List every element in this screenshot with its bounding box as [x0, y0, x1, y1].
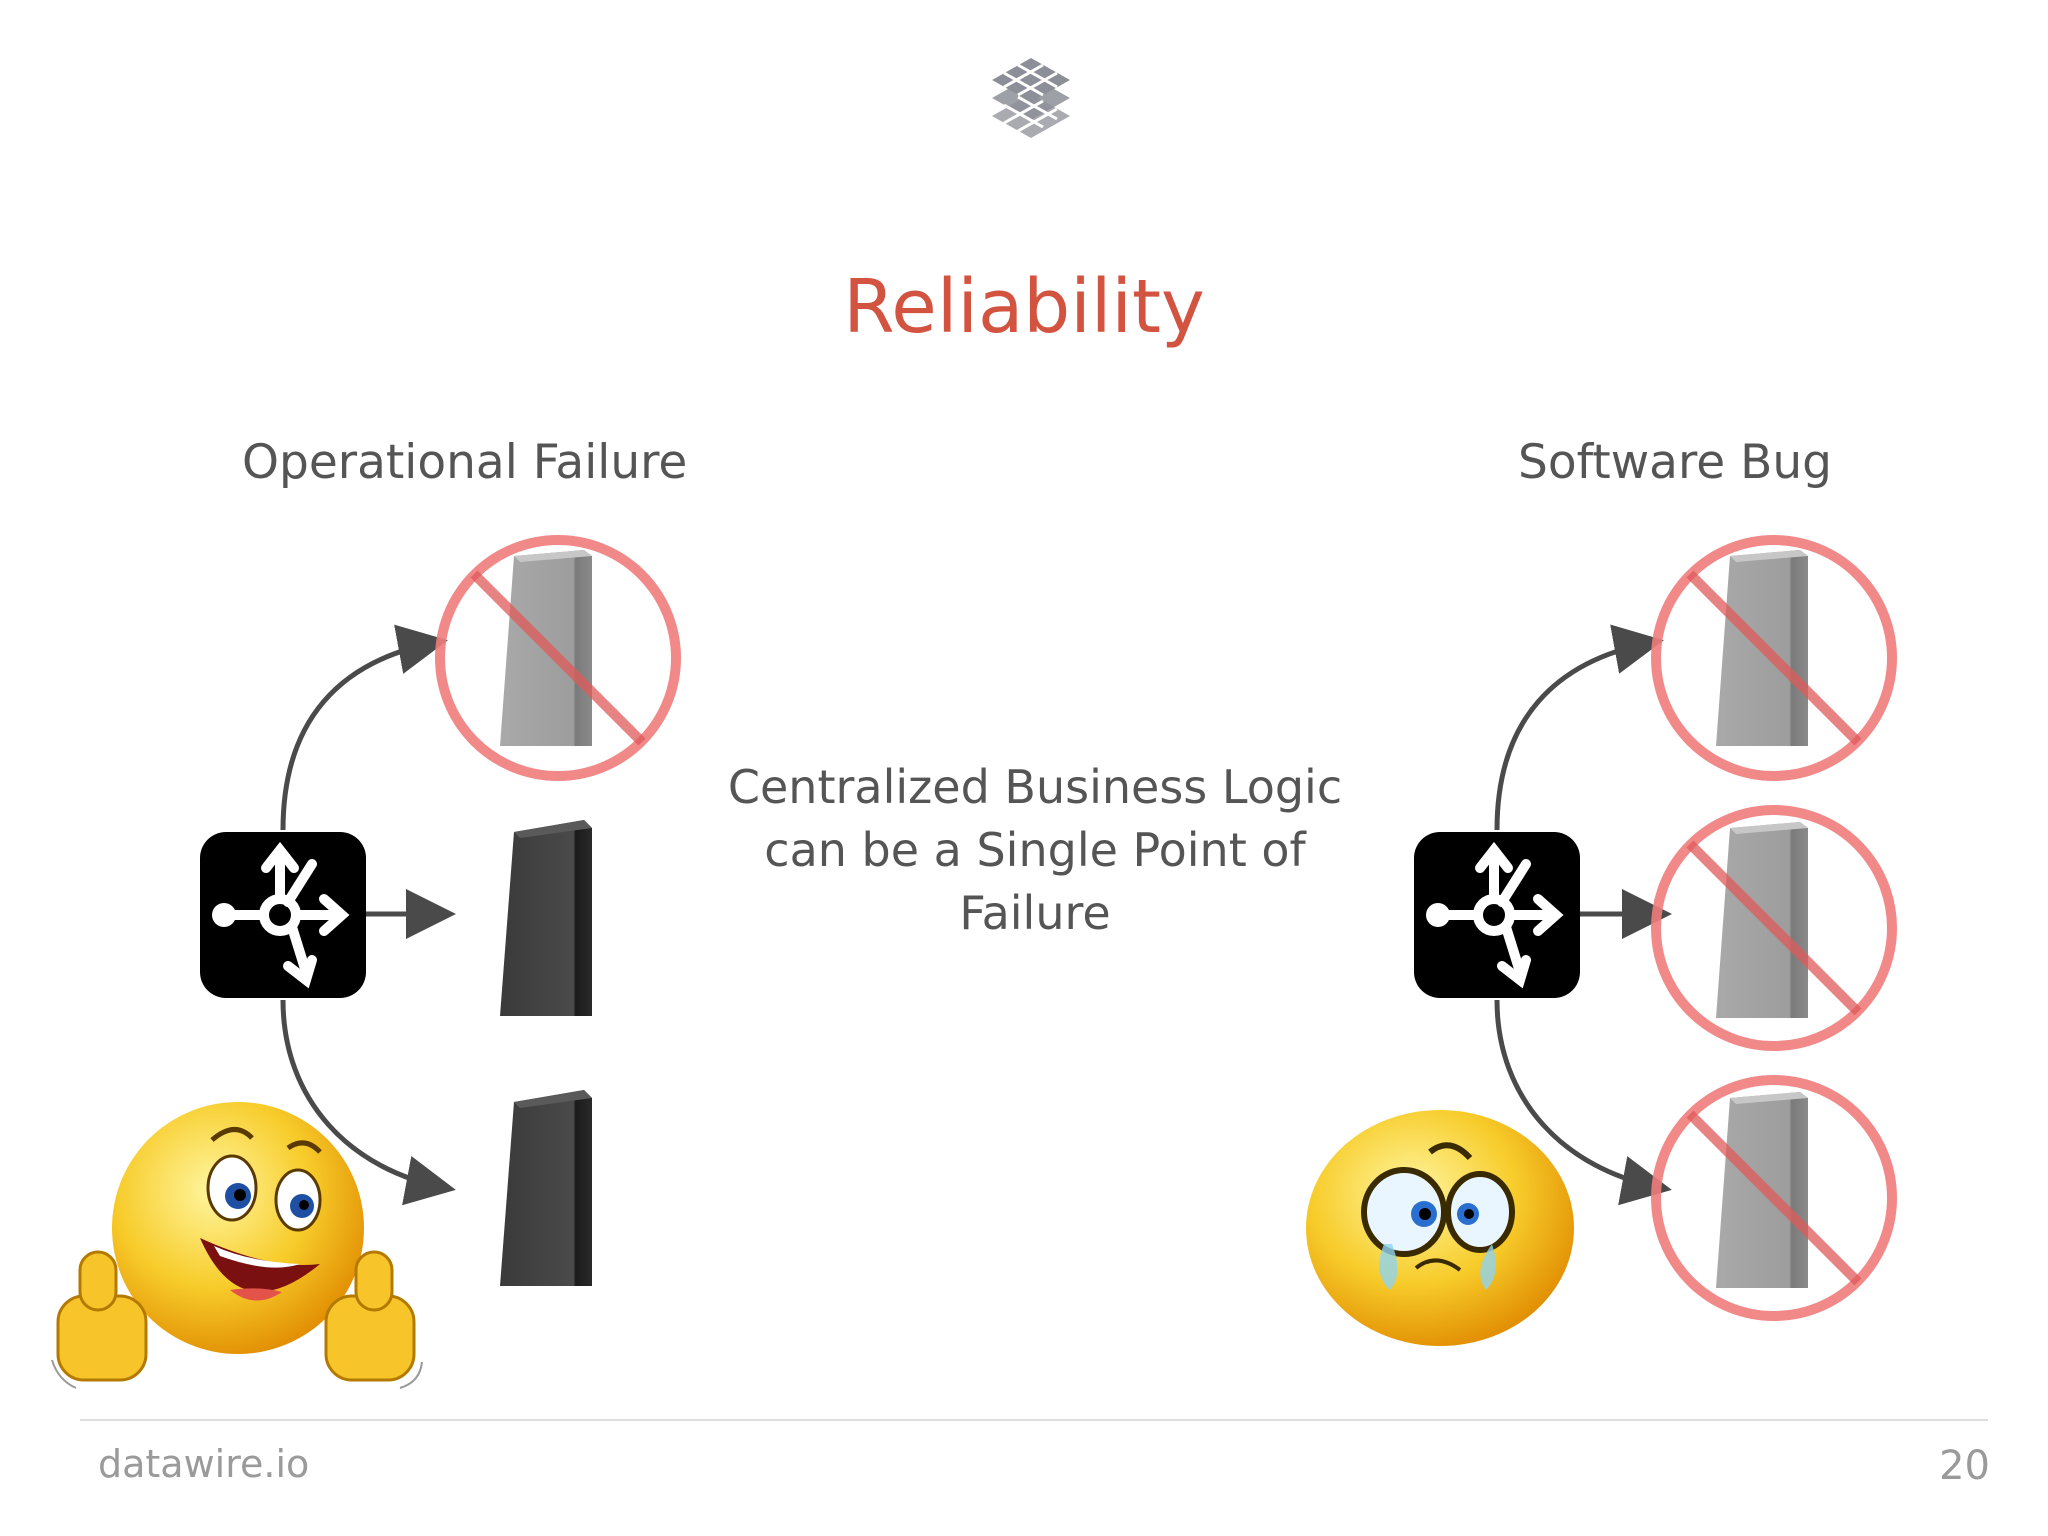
footer-divider: [80, 1419, 1988, 1421]
arrow-up-right: [1494, 624, 1664, 831]
center-caption: Centralized Business Logic can be a Sing…: [727, 760, 1343, 940]
thumbs-up-smiley-icon: [51, 1102, 423, 1389]
server-tower-icon: [500, 1090, 592, 1286]
arrow-down-right: [1494, 999, 1672, 1206]
prohibited-sign-icon: [1651, 1075, 1897, 1321]
right-router-arrows: [1494, 624, 1672, 1206]
arrow-up-left: [280, 624, 448, 831]
router-icon: [1414, 832, 1580, 998]
datawire-logo-icon: [992, 58, 1070, 138]
router-icon: [200, 832, 366, 998]
prohibited-sign-icon: [435, 535, 681, 781]
left-router-arrows: [280, 624, 456, 1206]
slide-title: Reliability: [843, 264, 1205, 350]
footer-brand: datawire.io: [98, 1442, 310, 1486]
operational-failure-label: Operational Failure: [242, 435, 688, 490]
prohibited-sign-icon: [1651, 535, 1897, 781]
page-number: 20: [1939, 1443, 1990, 1489]
server-tower-icon: [500, 820, 592, 1016]
software-bug-label: Software Bug: [1518, 435, 1832, 490]
arrow-down-left: [280, 999, 456, 1206]
crying-smiley-icon: [1306, 1110, 1574, 1346]
prohibited-sign-icon: [1651, 805, 1897, 1051]
